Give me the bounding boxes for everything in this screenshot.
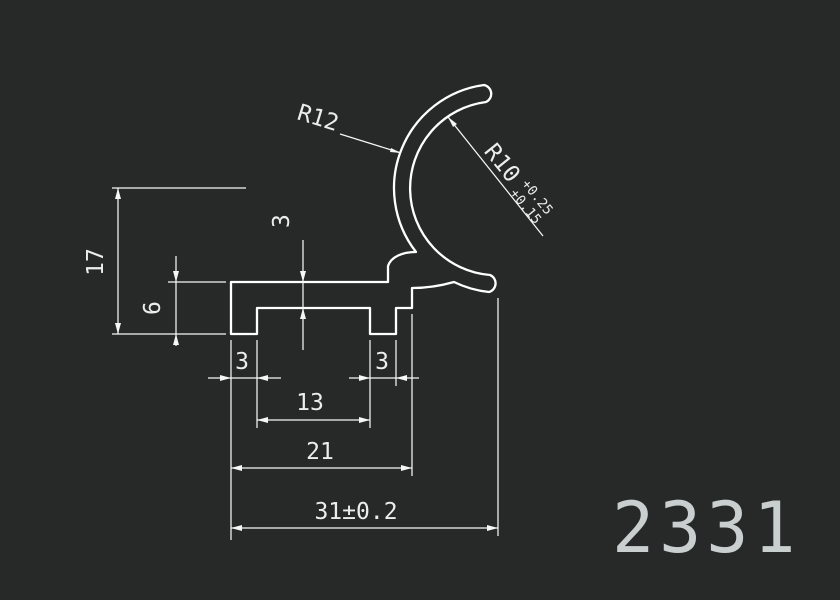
dim-r12-value: R12 (294, 100, 341, 137)
leader-line (447, 116, 544, 237)
dim-3-right: 3 (349, 349, 419, 381)
dim-6: 6 (140, 256, 226, 346)
arrowhead (487, 525, 498, 531)
dim-17-value: 17 (83, 248, 109, 276)
arrowhead (390, 148, 401, 153)
arrowhead (115, 323, 121, 334)
dim-17: 17 (83, 187, 246, 335)
dim-31-value: 31±0.2 (314, 499, 397, 525)
leader-r12: R12 (294, 100, 402, 154)
dim-3-thickness: 3 (269, 214, 306, 350)
profile-outline (229, 83, 497, 336)
arrowhead (173, 271, 179, 282)
arrowhead (231, 465, 242, 471)
dim-21-value: 21 (306, 439, 334, 465)
arrowhead (257, 417, 268, 423)
arrowhead (359, 375, 370, 381)
dim-13: 13 (257, 390, 370, 423)
dim-3-right-value: 3 (375, 349, 389, 375)
arrowhead (173, 334, 179, 345)
dim-3-left-value: 3 (235, 349, 249, 375)
arrowhead (300, 308, 306, 319)
leader-r10: R10 +0.25 +0.15 (447, 116, 556, 237)
arrowhead (257, 375, 268, 381)
extension-lines (230, 298, 499, 540)
arrowhead (300, 271, 306, 282)
dim-13-value: 13 (296, 390, 324, 416)
arrowhead (220, 375, 231, 381)
dim-r10-value: R10 (479, 139, 525, 188)
dim-3-thickness-value: 3 (269, 214, 295, 228)
arrowhead (448, 117, 457, 127)
arrowhead (396, 375, 407, 381)
arrowhead (359, 417, 370, 423)
arrowhead (231, 525, 242, 531)
dim-6-value: 6 (140, 301, 166, 315)
arrowhead (401, 465, 412, 471)
dim-3-left: 3 (208, 349, 281, 381)
arrowhead (115, 188, 121, 199)
part-number: 2331 (612, 487, 801, 569)
dim-21: 21 (231, 439, 412, 471)
dim-31: 31±0.2 (231, 499, 498, 531)
